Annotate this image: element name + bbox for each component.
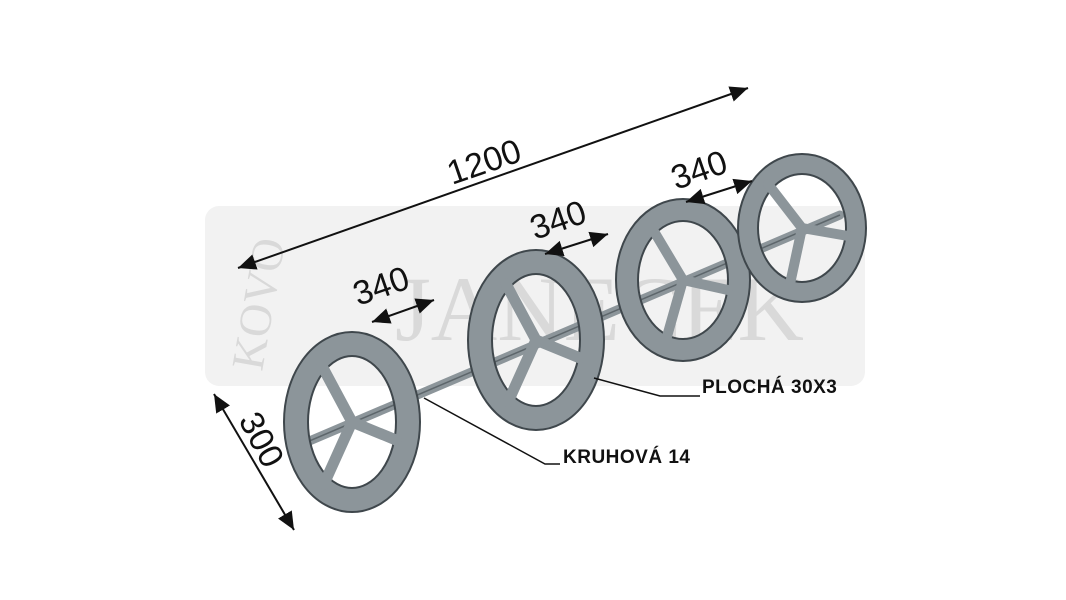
- dimension-line-spacing-2: [544, 231, 609, 257]
- wheel-spokes: [763, 179, 853, 289]
- dimension-line-spacing-3: [685, 178, 753, 205]
- dimension-line-diameter: [213, 393, 295, 531]
- dimension-total-label: 1200: [442, 132, 526, 193]
- wheel-spokes: [316, 360, 402, 490]
- dimension-line-total: [237, 86, 749, 270]
- label-round-bar: KRUHOVÁ 14: [563, 446, 690, 468]
- leader-flat-bar: [593, 377, 700, 397]
- leader-round-bar: [423, 397, 560, 465]
- wheel-spokes: [500, 278, 586, 408]
- wheel-4: [737, 153, 867, 303]
- label-flat-bar: PLOCHÁ 30X3: [702, 376, 837, 398]
- wheel-1: [283, 331, 421, 513]
- wheel-rim-face: [739, 155, 865, 301]
- wheel-rim-face: [285, 333, 419, 511]
- dimension-diameter-label: 300: [231, 406, 291, 474]
- dimension-line-spacing-1: [371, 298, 435, 324]
